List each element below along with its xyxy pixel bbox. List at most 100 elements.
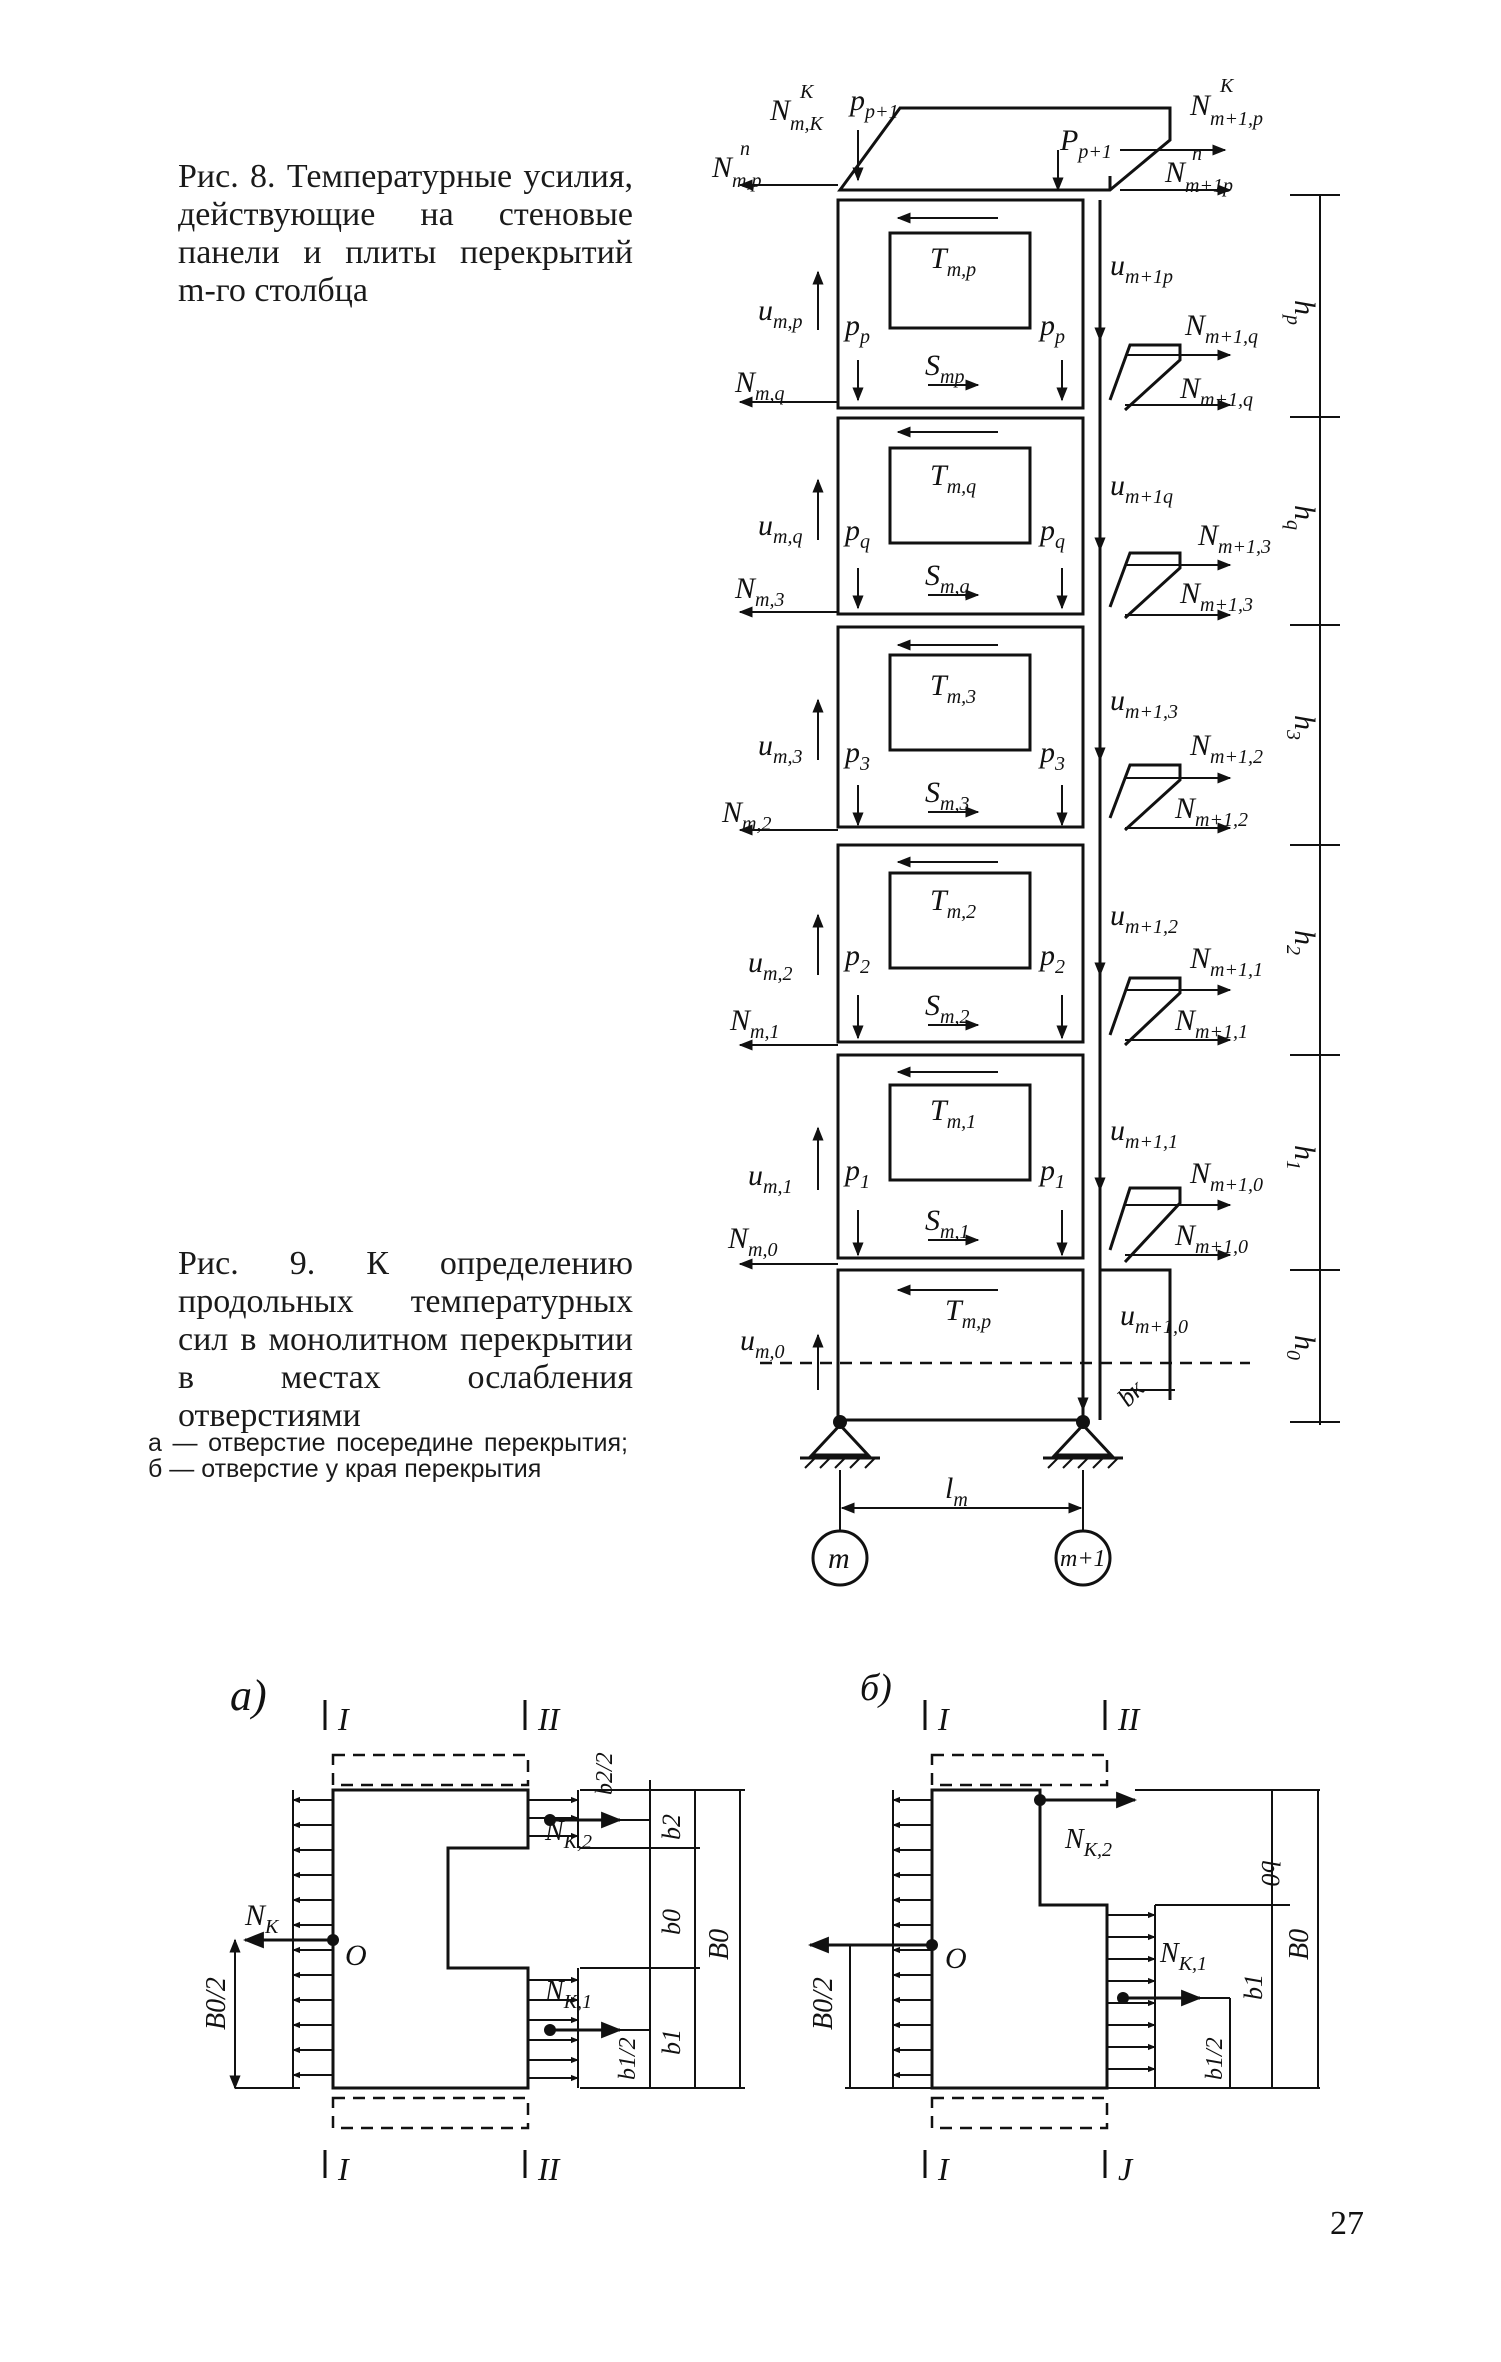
label-n-mp: Nm,p bbox=[711, 151, 761, 192]
fig9a-b2-half: b2/2 bbox=[592, 1752, 618, 1795]
label-u-m1: um,1 bbox=[748, 1159, 792, 1198]
fig9b-b0: b0 bbox=[1256, 1860, 1285, 1886]
figure-8-caption: Рис. 8. Температурные усилия, действующи… bbox=[178, 158, 633, 309]
label-nn-m10: Nm+1,0 bbox=[1174, 1219, 1248, 1258]
label-u-m2: um,2 bbox=[748, 946, 792, 985]
axis-label-m1: m+1 bbox=[1060, 1546, 1106, 1572]
top-slab bbox=[837, 106, 1172, 192]
label-u-m1q: um+1q bbox=[1110, 469, 1173, 508]
label-n-mk: Nm,K bbox=[769, 94, 824, 135]
label-span-lm: lm bbox=[945, 1472, 968, 1511]
label-p-right-p: pp bbox=[1038, 309, 1065, 348]
label-p-right-3: p3 bbox=[1038, 736, 1065, 775]
label-n-mq: Nm,q bbox=[734, 366, 784, 405]
label-u-m10: um+1,0 bbox=[1120, 1299, 1188, 1338]
label-p-right-2: p2 bbox=[1038, 939, 1065, 978]
label-p-left-1: p1 bbox=[843, 1154, 870, 1193]
fig9a-origin: O bbox=[345, 1939, 367, 1972]
fig9b-origin: O bbox=[945, 1942, 967, 1975]
fig9a-nk1: NK,1 bbox=[544, 1976, 592, 2013]
label-u-m11: um+1,1 bbox=[1110, 1114, 1178, 1153]
label-h-1: h1 bbox=[1282, 1145, 1321, 1170]
label-h-0: h0 bbox=[1282, 1335, 1321, 1360]
fig9a-b0: b0 bbox=[657, 1909, 686, 1935]
figure-9-legend: а — отверстие посередине перекрытия; б —… bbox=[148, 1429, 628, 1483]
fig9b-b1: b1 bbox=[1239, 1974, 1268, 2000]
fig9a-sec-II-bottom: II bbox=[537, 2151, 561, 2187]
label-n-m1p-n-sup: п bbox=[1192, 143, 1202, 165]
fig9a-b2: b2 bbox=[657, 1814, 686, 1840]
fig9b-b1-half: b1/2 bbox=[1202, 2037, 1228, 2080]
label-h-3: h3 bbox=[1282, 715, 1321, 740]
label-p-p1-left: pp+1 bbox=[848, 84, 899, 123]
fig9a-nk2: NK,2 bbox=[544, 1816, 592, 1853]
fig9a-sec-I-bottom: I bbox=[337, 2151, 350, 2187]
label-u-m0: um,0 bbox=[740, 1324, 784, 1363]
label-bk: bк bbox=[1112, 1373, 1151, 1412]
figure-9-caption: Рис. 9. К определению продольных темпера… bbox=[178, 1245, 633, 1434]
figure-9b-diagram: б) I II bbox=[807, 1667, 1320, 2187]
label-s-m1: Sm,1 bbox=[925, 1204, 969, 1243]
figure-9a-diagram: a) I II bbox=[201, 1671, 745, 2187]
label-s-mq: Sm,q bbox=[925, 559, 969, 598]
label-p-left-p: pp bbox=[843, 309, 870, 348]
label-nk-m1q: Nm+1,q bbox=[1184, 309, 1258, 348]
label-t-m1: Tm,1 bbox=[930, 1094, 976, 1133]
label-p-right-q: pq bbox=[1038, 514, 1065, 553]
fig9b-b0-big: B0 bbox=[1284, 1929, 1315, 1960]
figure-8-diagram: Nm,K K pp+1 Pp+1 Nm+1,p K Nm,p п Nm+1p п… bbox=[711, 75, 1340, 1587]
label-p-p1-right: Pp+1 bbox=[1059, 124, 1112, 163]
label-n-m3: Nm,3 bbox=[734, 572, 784, 611]
label-n-m1p-n: Nm+1p bbox=[1164, 156, 1233, 197]
label-nk-m10: Nm+1,0 bbox=[1189, 1157, 1263, 1196]
side-slabs bbox=[1100, 343, 1182, 1400]
fig9b-sec-II-bottom: J bbox=[1118, 2151, 1134, 2187]
label-nk-m11: Nm+1,1 bbox=[1189, 942, 1263, 981]
label-n-mk-sup: K bbox=[799, 81, 815, 103]
label-s-m3: Sm,3 bbox=[925, 776, 969, 815]
label-n-mp-sup: п bbox=[740, 138, 750, 160]
fig9a-b1-half: b1/2 bbox=[615, 2037, 641, 2080]
label-s-m2: Sm,2 bbox=[925, 989, 969, 1028]
label-nn-m12: Nm+1,2 bbox=[1174, 792, 1248, 831]
fig9a-b1: b1 bbox=[657, 2029, 686, 2055]
label-p-right-1: p1 bbox=[1038, 1154, 1065, 1193]
label-u-mp: um,p bbox=[758, 294, 802, 333]
label-u-mq: um,q bbox=[758, 509, 802, 548]
fig9a-b0-big: B0 bbox=[704, 1929, 735, 1960]
label-t-mq: Tm,q bbox=[930, 459, 976, 498]
label-nn-m11: Nm+1,1 bbox=[1174, 1004, 1248, 1043]
label-t-m2: Tm,2 bbox=[930, 884, 976, 923]
fig9b-b0-half: B0/2 bbox=[808, 1977, 839, 2030]
label-n-m1p-k: Nm+1,p bbox=[1189, 89, 1263, 130]
fig9b-nk1: NK,1 bbox=[1159, 1938, 1207, 1975]
label-h-q: hq bbox=[1282, 505, 1321, 530]
page-number: 27 bbox=[1330, 2205, 1364, 2242]
fig9a-letter: a) bbox=[230, 1671, 267, 1720]
label-s-mp: Smp bbox=[925, 349, 964, 388]
floor-arrows bbox=[738, 212, 1232, 1412]
label-nk-m12: Nm+1,2 bbox=[1189, 729, 1263, 768]
label-n-m1p-k-sup: K bbox=[1219, 75, 1235, 97]
label-nk-m13: Nm+1,3 bbox=[1197, 519, 1271, 558]
label-t-mp-base: Tm,p bbox=[945, 1294, 991, 1333]
label-u-m3: um,3 bbox=[758, 729, 802, 768]
axis-label-m: m bbox=[828, 1542, 850, 1575]
fig9b-letter: б) bbox=[860, 1667, 892, 1709]
label-p-left-q: pq bbox=[843, 514, 870, 553]
label-nn-m13: Nm+1,3 bbox=[1179, 577, 1253, 616]
label-u-m12: um+1,2 bbox=[1110, 899, 1178, 938]
fig9a-b0-half: B0/2 bbox=[201, 1977, 232, 2030]
supports bbox=[800, 1415, 1123, 1587]
label-h-p: hp bbox=[1282, 300, 1321, 325]
floor-panels bbox=[760, 198, 1250, 1422]
fig9a-nk: NK bbox=[244, 1899, 280, 1938]
label-t-mp: Tm,p bbox=[930, 242, 976, 281]
fig9b-nk2: NK,2 bbox=[1064, 1824, 1112, 1861]
top-arrows bbox=[738, 130, 1232, 196]
label-p-left-3: p3 bbox=[843, 736, 870, 775]
fig9b-sec-I-bottom: I bbox=[937, 2151, 950, 2187]
fig9a-sec-I-top: I bbox=[337, 1701, 350, 1737]
fig9b-sec-I-top: I bbox=[937, 1701, 950, 1737]
